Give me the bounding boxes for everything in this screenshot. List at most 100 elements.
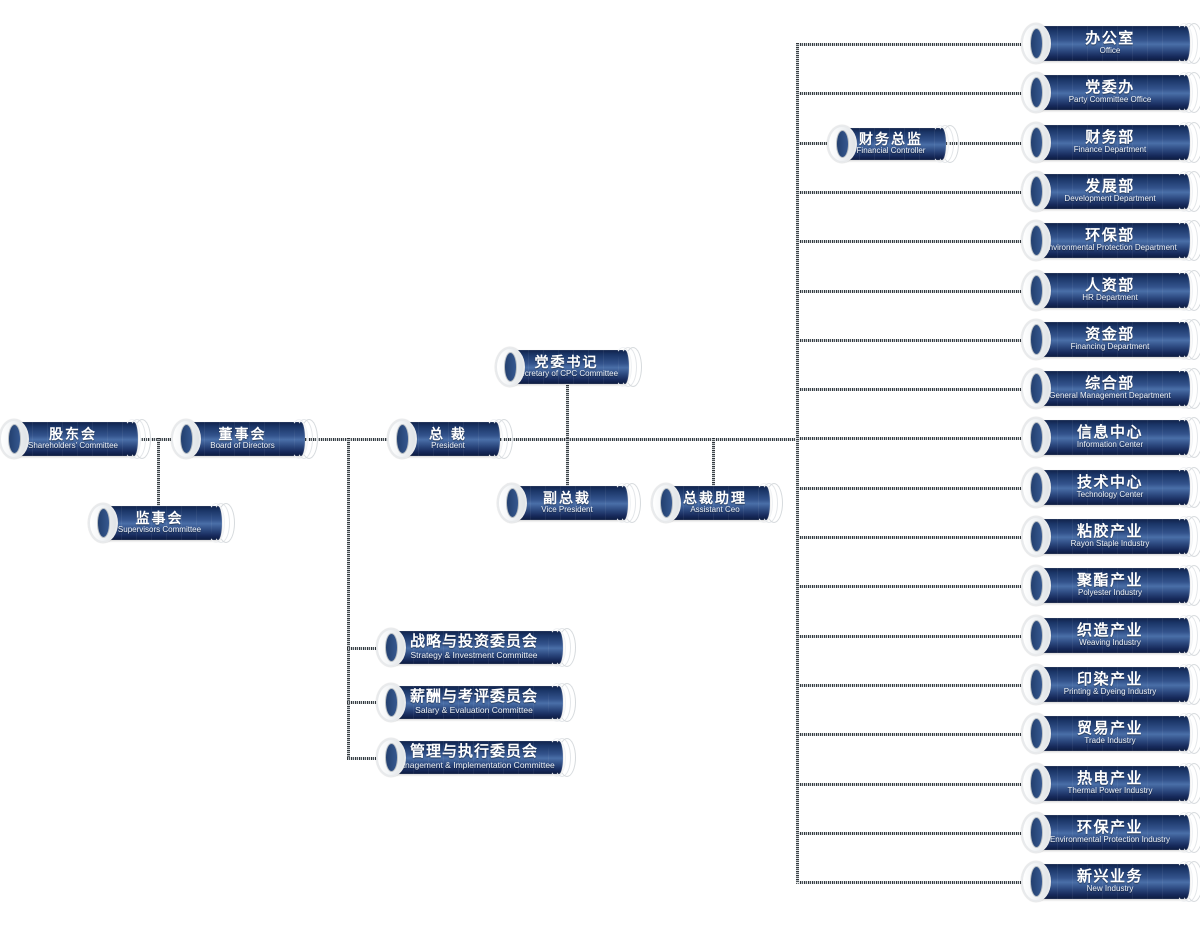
node-label-cn: 管理与执行委员会 [409, 743, 538, 761]
connector-department-branch-9 [796, 487, 1024, 490]
capsule-left-ring-icon [1021, 664, 1051, 705]
node-label-en: Information Center [1076, 440, 1144, 450]
connector-department-branch-1 [796, 92, 1024, 95]
node-supervisors-committee[interactable]: 监事会 Supervisors Committee [88, 503, 235, 543]
capsule-right-arcs-icon [548, 628, 578, 667]
connector-shareholders-board [140, 438, 185, 441]
node-label-en: Supervisors Committee [117, 525, 202, 535]
node-label-en: Environmental Protection Industry [1049, 835, 1171, 845]
node-label-en: HR Department [1082, 293, 1138, 303]
connector-department-branch-10 [796, 536, 1024, 539]
connector-assistant-ceo-drop [712, 438, 715, 488]
node-shareholders-committee[interactable]: 股东会 Shareholders' Committee [0, 419, 151, 459]
capsule-left-ring-icon [1021, 861, 1051, 902]
capsule-left-ring-icon [1021, 368, 1051, 409]
capsule-right-arcs-icon [548, 738, 578, 777]
capsule-left-ring-icon [1021, 171, 1051, 212]
node-label-cn: 新兴业务 [1076, 867, 1143, 885]
node-label-en: Rayon Staple Industry [1070, 539, 1150, 549]
node-label-en: President [431, 441, 465, 451]
node-label-en: Environmental Protection Department [1043, 243, 1177, 253]
capsule-left-ring-icon [376, 683, 406, 722]
connector-department-branch-16 [796, 832, 1024, 835]
capsule-left-ring-icon [171, 419, 201, 459]
node-label-en: Financing Department [1070, 342, 1150, 352]
capsule-right-arcs-icon [1175, 122, 1200, 163]
connector-vice-president-drop [566, 438, 569, 488]
node-label-cn: 环保部 [1085, 226, 1135, 244]
node-label-cn: 财务部 [1085, 128, 1135, 146]
capsule-right-arcs-icon [1175, 72, 1200, 113]
connector-board-president [305, 438, 405, 441]
capsule-right-arcs-icon [1175, 270, 1200, 311]
connector-department-branch-4 [796, 240, 1024, 243]
capsule-left-ring-icon [651, 483, 681, 523]
node-label-en: Finance Department [1073, 145, 1147, 155]
node-label-cn: 总裁助理 [683, 489, 747, 506]
capsule-right-arcs-icon [1175, 516, 1200, 557]
capsule-left-ring-icon [0, 419, 29, 459]
connector-department-branch-3 [796, 191, 1024, 194]
node-label-cn: 粘胶产业 [1076, 522, 1143, 540]
capsule-right-arcs-icon [1175, 417, 1200, 458]
connector-department-branch-8 [796, 437, 1024, 440]
node-label-en: Board of Directors [210, 441, 275, 451]
connector-department-branch-15 [796, 783, 1024, 786]
node-label-cn: 综合部 [1085, 374, 1135, 392]
node-secretary-cpc-committee[interactable]: 党委书记 Secretary of CPC Committee [495, 347, 642, 387]
node-label-en: Party Committee Office [1068, 95, 1152, 105]
connector-president-spine [500, 438, 800, 441]
capsule-right-arcs-icon [755, 483, 785, 523]
node-label-cn: 印染产业 [1076, 670, 1143, 688]
connector-department-branch-0 [796, 43, 1024, 46]
node-president[interactable]: 总 裁 President [387, 419, 513, 459]
node-label-en: New Industry [1086, 884, 1134, 894]
capsule-right-arcs-icon [1175, 319, 1200, 360]
node-label-cn: 总 裁 [429, 425, 467, 442]
connector-committee-2 [347, 701, 387, 704]
node-label-cn: 副总裁 [543, 489, 591, 506]
capsule-right-arcs-icon [1175, 861, 1200, 902]
node-label-cn: 织造产业 [1076, 621, 1143, 639]
node-assistant-ceo[interactable]: 总裁助理 Assistant Ceo [651, 483, 783, 523]
connector-department-branch-13 [796, 684, 1024, 687]
node-label-en: Trade Industry [1084, 736, 1136, 746]
node-label-cn: 党委办 [1085, 78, 1135, 96]
node-label-en: Printing & Dyeing Industry [1063, 687, 1157, 697]
capsule-right-arcs-icon [1175, 467, 1200, 508]
capsule-left-ring-icon [376, 628, 406, 667]
node-label-cn: 监事会 [135, 509, 184, 526]
node-label-cn: 贸易产业 [1076, 719, 1143, 737]
capsule-left-ring-icon [88, 503, 118, 543]
node-label-en: Polyester Industry [1077, 588, 1143, 598]
node-financial-controller[interactable]: 财务总监 Financial Controller [827, 125, 959, 163]
node-label-cn: 聚酯产业 [1076, 571, 1143, 589]
node-board-of-directors[interactable]: 董事会 Board of Directors [171, 419, 318, 459]
node-vice-president[interactable]: 副总裁 Vice President [497, 483, 641, 523]
node-label-cn: 董事会 [218, 425, 267, 442]
capsule-right-arcs-icon [1175, 171, 1200, 212]
node-label-cn: 财务总监 [859, 130, 923, 147]
capsule-right-arcs-icon [613, 483, 643, 523]
